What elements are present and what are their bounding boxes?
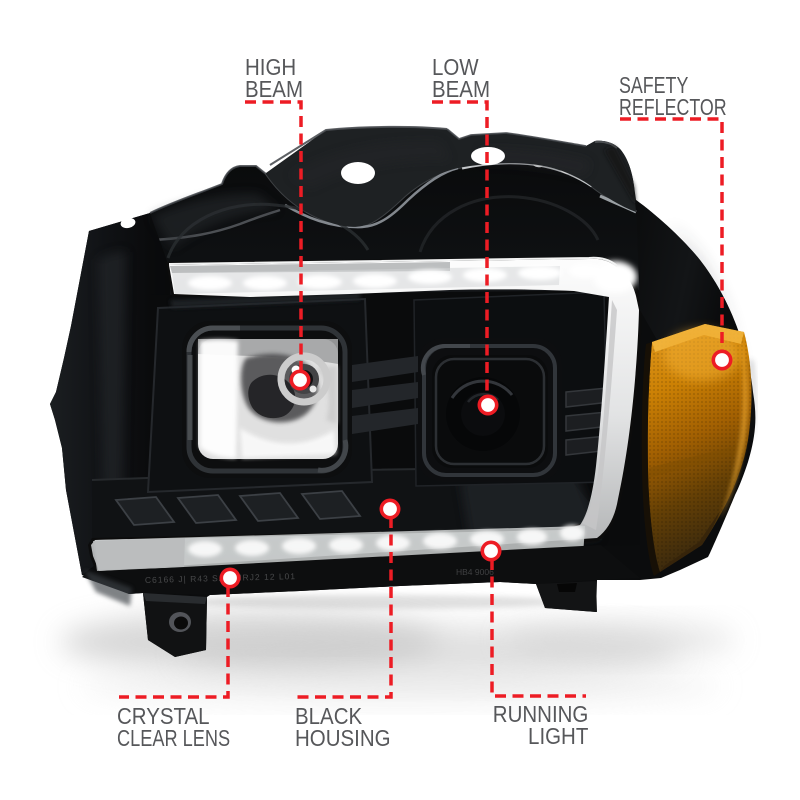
svg-text:HB4 9006: HB4 9006 bbox=[456, 567, 494, 577]
